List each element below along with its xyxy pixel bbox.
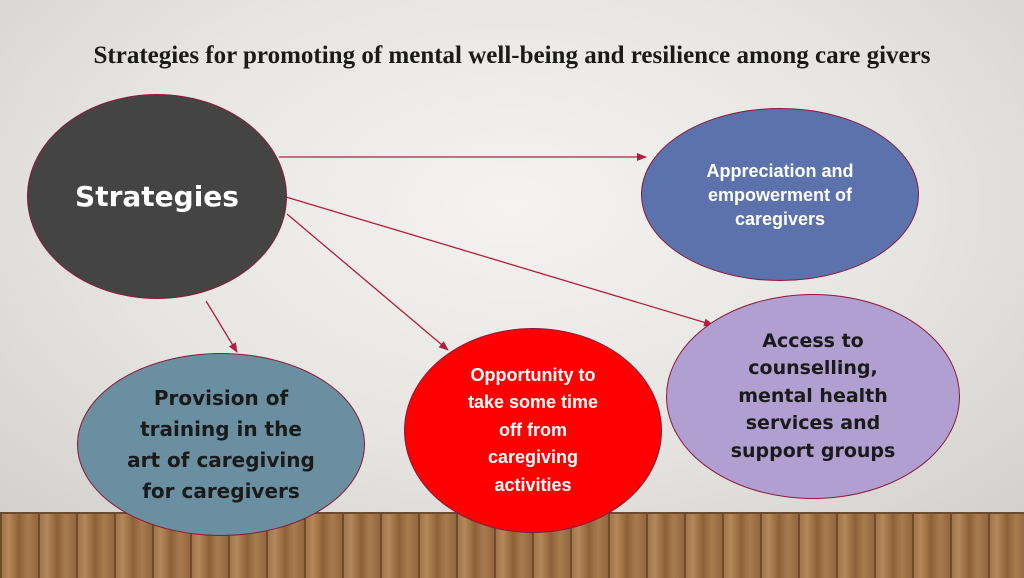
arrow-to-training [205, 300, 238, 353]
arrow-to-access [285, 196, 714, 327]
appreciation-label: Appreciation and empowerment of caregive… [706, 160, 854, 229]
opportunity-node: Opportunity to take some time off from c… [404, 328, 662, 533]
access-label: Access to counselling, mental health ser… [730, 329, 896, 462]
arrow-to-opportunity [286, 213, 449, 351]
appreciation-node: Appreciation and empowerment of caregive… [641, 108, 919, 281]
training-node: Provision of training in the art of care… [77, 353, 365, 536]
slide-title: Strategies for promoting of mental well-… [93, 42, 931, 69]
access-node: Access to counselling, mental health ser… [666, 294, 960, 499]
strategies-label: Strategies [75, 180, 239, 213]
training-label: Provision of training in the art of care… [127, 385, 315, 503]
opportunity-label: Opportunity to take some time off from c… [467, 364, 599, 495]
strategies-node: Strategies [27, 94, 287, 299]
